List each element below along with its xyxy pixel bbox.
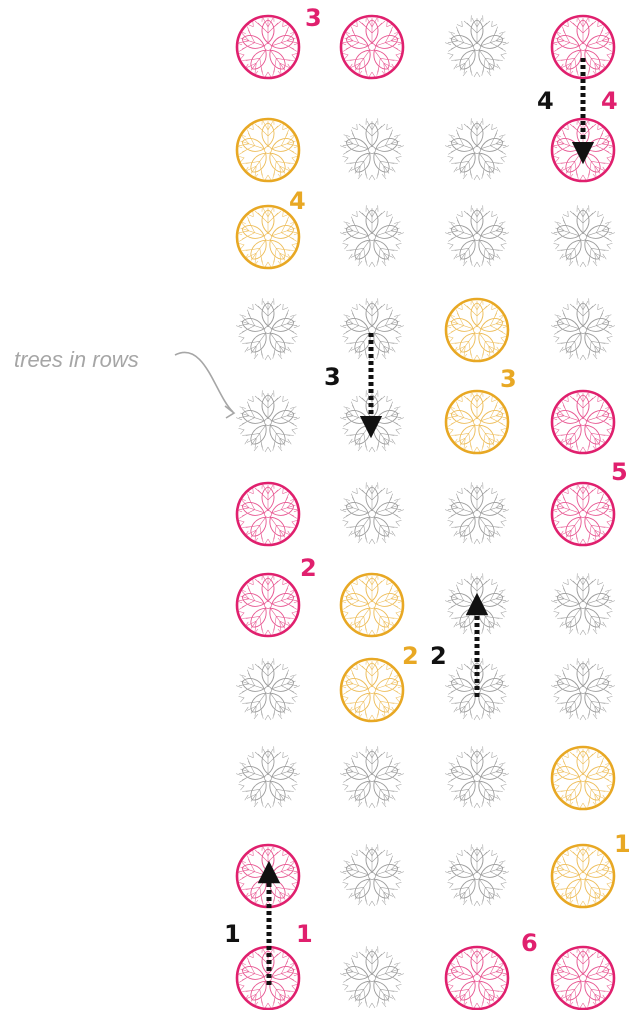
label-orange-3: 3 [500,365,517,393]
label-magenta-2: 2 [300,554,317,582]
annotation-text: trees in rows [14,347,139,372]
tree-icon-orange-ringed [550,844,616,908]
tree-icon-magenta-ringed [235,482,301,546]
tree-icon [550,205,616,269]
tree-icon-magenta-ringed [550,946,616,1010]
move-number-2: 2 [430,642,447,670]
tree-icon [339,746,405,810]
tree-icon-magenta-ringed [550,482,616,546]
tree-grid [235,15,616,1010]
move-number-3: 3 [324,363,341,391]
tree-icon [550,298,616,362]
tree-icon [235,746,301,810]
tree-icon [235,298,301,362]
tree-icon-magenta-ringed [444,946,510,1010]
label-orange-4: 4 [289,187,306,215]
label-orange-1: 1 [614,830,629,858]
tree-icon-orange-ringed [550,746,616,810]
tree-icon [339,482,405,546]
annotation-curve [175,352,233,412]
tree-icon [339,205,405,269]
label-magenta-6: 6 [521,929,538,957]
tree-icon [235,390,301,454]
tree-icon-orange-ringed [339,658,405,722]
tree-icon-orange-ringed [339,573,405,637]
tree-icon [339,844,405,908]
tree-icon [235,658,301,722]
move-number-4: 4 [537,87,554,115]
tree-icon-magenta-ringed [235,15,301,79]
tree-icon-orange-ringed [444,298,510,362]
label-magenta-5: 5 [611,458,628,486]
move-number-1: 1 [224,920,241,948]
tree-icon [550,573,616,637]
tree-icon [444,15,510,79]
tree-icon-orange-ringed [235,118,301,182]
tree-icon [444,205,510,269]
tree-icon-magenta-ringed [235,573,301,637]
tree-icon [444,118,510,182]
trees-in-rows-annotation: trees in rows [14,347,234,418]
tree-icon [339,118,405,182]
tree-icon [339,946,405,1010]
tree-icon-magenta-ringed [339,15,405,79]
label-magenta-4: 4 [601,87,618,115]
label-orange-2: 2 [402,642,419,670]
tree-icon-orange-ringed [444,390,510,454]
tree-icon [444,746,510,810]
tree-icon-magenta-ringed [550,390,616,454]
tree-icon [339,298,405,362]
tree-icon [444,844,510,908]
tree-icon [550,658,616,722]
tree-icon [444,482,510,546]
label-magenta-1: 1 [296,920,313,948]
label-magenta-3: 3 [305,4,322,32]
